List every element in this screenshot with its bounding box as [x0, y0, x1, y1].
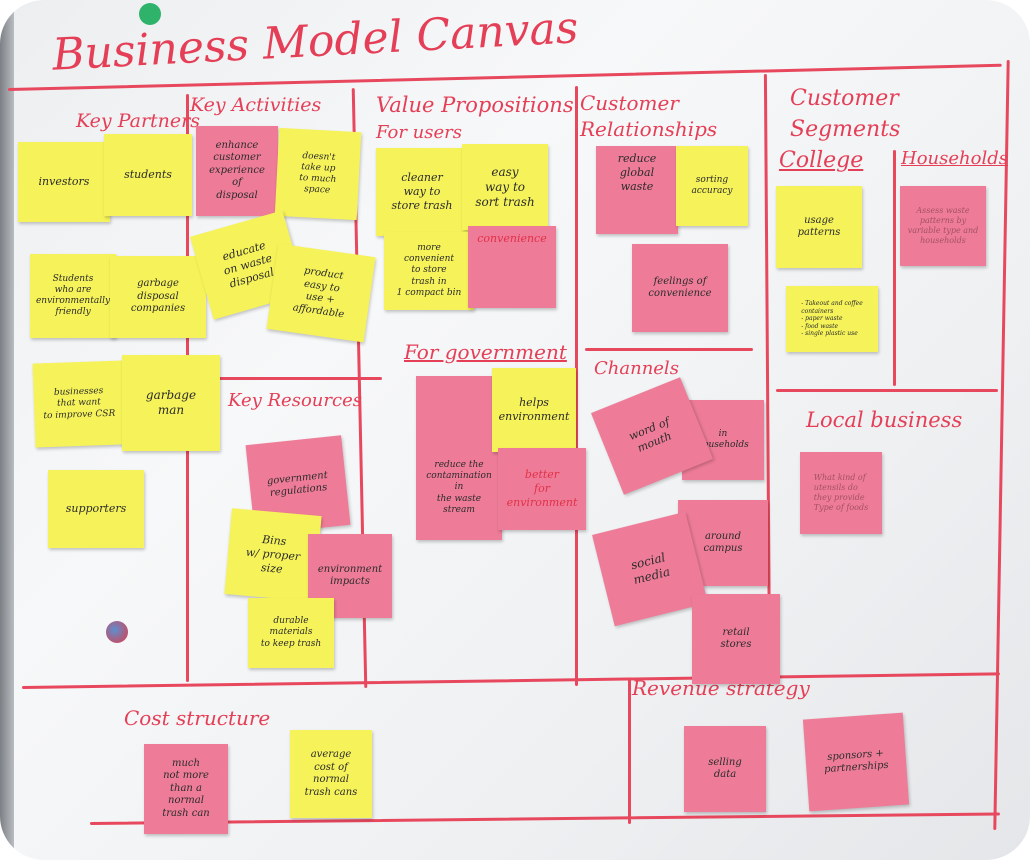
sticky-note-better-environment: better for environment	[498, 448, 586, 530]
heading-channels: Channels	[594, 358, 679, 379]
green-magnet	[139, 3, 161, 25]
whiteboard-frame	[0, 0, 14, 860]
sticky-note-reduce-contamination: reduce the contamination in the waste st…	[416, 376, 502, 540]
grid-line	[993, 60, 1010, 830]
sticky-note-durable-materials: durable materials to keep trash	[248, 598, 334, 668]
sticky-note-garbage-man: garbage man	[122, 355, 220, 451]
sticky-note-more-convenient: more convenient to store trash in 1 comp…	[384, 232, 474, 310]
sticky-note-product-easy: product easy to use + affordable	[266, 243, 376, 343]
sticky-note-average-cost: average cost of normal trash cans	[290, 730, 372, 818]
sticky-note-enhance-experience: enhance customer experience of disposal	[196, 126, 278, 216]
heading-key-resources: Key Resources	[228, 390, 362, 411]
sticky-note-sorting-accuracy: sorting accuracy	[676, 146, 748, 226]
sticky-note-doesnt-take-up: doesn't take up to much space	[274, 127, 362, 221]
heading-college: College	[779, 148, 864, 173]
heading-customer-relationships: Customer Relationships	[580, 91, 718, 141]
grid-line	[575, 86, 578, 686]
sticky-note-not-more: much not more than a normal trash can	[144, 744, 228, 834]
sticky-note-retail-stores: retail stores	[692, 594, 780, 684]
grid-line	[585, 348, 753, 351]
sticky-note-helps-environment: helps environment	[492, 368, 576, 452]
sticky-note-easy-sort: easy way to sort trash	[462, 144, 548, 230]
sticky-note-local-business: What kind of utensils do they provide Ty…	[800, 452, 882, 534]
board-title: Business Model Canvas	[51, 2, 580, 81]
grid-line	[21, 672, 1000, 689]
sticky-note-students: students	[104, 134, 192, 216]
sticky-note-usage-patterns: usage patterns	[776, 186, 862, 268]
sticky-note-sponsors: sponsors + partnerships	[802, 712, 910, 812]
sticky-note-takeout-containers: - Takeout and coffee containers - paper …	[786, 286, 878, 352]
sticky-note-businesses: businesses that want to improve CSR	[32, 360, 126, 448]
sticky-note-investors: investors	[18, 142, 110, 222]
sticky-note-selling-data: selling data	[684, 726, 766, 812]
sticky-note-reduce-waste: reduce global waste	[596, 146, 678, 234]
sticky-note-garbage-companies: garbage disposal companies	[110, 256, 206, 338]
sticky-note-convenience: convenience	[468, 226, 556, 308]
grid-line	[776, 389, 998, 392]
heading-for-government: For government	[404, 340, 567, 364]
sticky-note-feelings-convenience: feelings of convenience	[632, 244, 728, 332]
blue-magnet	[106, 621, 128, 643]
grid-line	[218, 377, 382, 380]
heading-value-propositions: Value Propositions	[376, 93, 574, 117]
heading-cost-structure: Cost structure	[124, 706, 271, 730]
heading-key-partners: Key Partners	[76, 110, 200, 132]
heading-for-users: For users	[376, 122, 462, 143]
sticky-note-supporters: supporters	[48, 470, 144, 548]
sticky-note-households: Assess waste patterns by variable type a…	[900, 186, 986, 266]
grid-line	[893, 150, 896, 386]
sticky-note-cleaner-way: cleaner way to store trash	[376, 148, 468, 236]
sticky-note-bins: Bins w/ proper size	[224, 508, 322, 602]
heading-local-business: Local business	[806, 408, 963, 432]
heading-key-activities: Key Activities	[190, 94, 322, 116]
heading-households: Households	[901, 148, 1008, 169]
grid-line	[628, 678, 631, 824]
sticky-note-students-environment: Students who are environmentally friendl…	[30, 254, 116, 338]
heading-customer-segments: Customer Segments	[790, 86, 901, 142]
